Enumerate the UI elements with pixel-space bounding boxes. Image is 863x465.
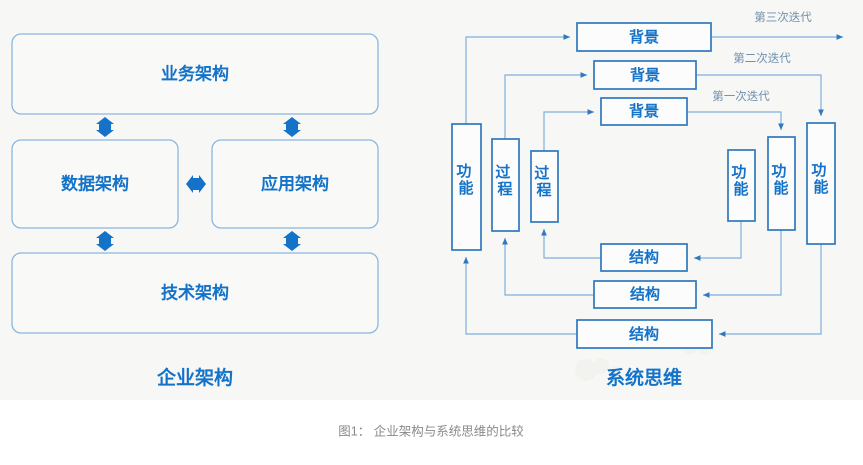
connector-data-technology-bidirectional-arrow-icon bbox=[96, 231, 114, 251]
link-structure-1-to-process-inner bbox=[541, 229, 601, 259]
structure-3-rect[interactable] bbox=[576, 319, 713, 349]
context-1-rect[interactable] bbox=[600, 97, 688, 126]
box-structure-2[interactable]: 结构 bbox=[593, 280, 697, 309]
function-left-label: 功 能 bbox=[456, 163, 475, 197]
enterprise-architecture-panel: 业务架构 数据架构 应用架构 技术架构 bbox=[11, 33, 379, 389]
context-1-label: 背景 bbox=[629, 102, 659, 120]
box-process-inner[interactable]: 过 程 bbox=[530, 150, 559, 223]
function-left-rect[interactable] bbox=[451, 123, 482, 251]
link-function-outer-to-structure-3 bbox=[719, 244, 822, 337]
enterprise-architecture-title: 企业架构 bbox=[156, 366, 233, 389]
process-inner-char-2: 程 bbox=[536, 182, 551, 199]
link-structure-2-to-process-outer bbox=[502, 238, 594, 296]
connector-business-data-bidirectional-arrow-icon bbox=[96, 117, 114, 137]
context-2-label: 背景 bbox=[630, 66, 660, 84]
application-architecture-label: 应用架构 bbox=[261, 173, 329, 193]
box-process-outer[interactable]: 过 程 bbox=[491, 138, 520, 232]
link-process-inner-to-context-1 bbox=[543, 109, 594, 151]
link-context-1-to-function-middle bbox=[687, 111, 784, 130]
connector-business-application-bidirectional-arrow-icon bbox=[283, 117, 301, 137]
box-function-inner[interactable]: 功 能 bbox=[727, 149, 756, 222]
box-structure-1[interactable]: 结构 bbox=[600, 243, 688, 272]
link-function-middle-to-structure-2 bbox=[703, 230, 782, 298]
box-function-middle[interactable]: 功 能 bbox=[767, 136, 796, 231]
process-outer-label: 过 程 bbox=[495, 163, 514, 198]
systems-thinking-links bbox=[463, 34, 843, 337]
function-middle-char-2: 能 bbox=[773, 179, 788, 197]
context-2-rect[interactable] bbox=[593, 60, 697, 90]
link-function-inner-to-structure-1 bbox=[694, 221, 742, 261]
box-technology-architecture[interactable]: 技术架构 bbox=[11, 252, 379, 334]
connector-application-technology-bidirectional-arrow-icon bbox=[283, 231, 301, 251]
iteration-label-third: 第三次迭代 bbox=[754, 10, 812, 24]
structure-1-rect[interactable] bbox=[600, 243, 688, 272]
box-context-3[interactable]: 背景 bbox=[576, 22, 712, 52]
function-outer-label: 功 能 bbox=[811, 162, 830, 196]
function-inner-char-1: 功 bbox=[731, 164, 746, 181]
function-inner-label: 功 能 bbox=[731, 164, 750, 198]
function-left-char-2: 能 bbox=[458, 179, 473, 197]
iteration-label-second: 第二次迭代 bbox=[733, 51, 791, 65]
link-function-left-to-context-3 bbox=[465, 34, 570, 124]
box-function-left[interactable]: 功 能 bbox=[451, 123, 482, 251]
box-structure-3[interactable]: 结构 bbox=[576, 319, 713, 349]
caption-band bbox=[0, 400, 863, 465]
function-middle-rect[interactable] bbox=[767, 136, 796, 231]
technology-architecture-rect[interactable] bbox=[11, 252, 379, 334]
data-architecture-rect[interactable] bbox=[11, 139, 179, 229]
iteration-label-first: 第一次迭代 bbox=[712, 89, 770, 103]
function-left-char-1: 功 bbox=[456, 163, 471, 180]
application-architecture-rect[interactable] bbox=[211, 139, 379, 229]
business-architecture-label: 业务架构 bbox=[161, 63, 229, 83]
structure-2-rect[interactable] bbox=[593, 280, 697, 309]
function-inner-char-2: 能 bbox=[733, 180, 748, 198]
systems-thinking-title: 系统思维 bbox=[606, 366, 682, 389]
business-architecture-rect[interactable] bbox=[11, 33, 379, 115]
structure-1-label: 结构 bbox=[629, 248, 659, 266]
box-context-1[interactable]: 背景 bbox=[600, 97, 688, 126]
link-structure-3-to-function-left bbox=[463, 257, 577, 335]
figure-caption: 图1： 企业架构与系统思维的比较 bbox=[338, 423, 524, 438]
context-3-label: 背景 bbox=[629, 28, 659, 46]
function-outer-char-1: 功 bbox=[811, 162, 826, 179]
data-architecture-label: 数据架构 bbox=[61, 173, 129, 193]
box-application-architecture[interactable]: 应用架构 bbox=[211, 139, 379, 229]
process-outer-rect[interactable] bbox=[491, 138, 520, 232]
technology-architecture-label: 技术架构 bbox=[161, 282, 229, 302]
function-outer-rect[interactable] bbox=[806, 122, 836, 245]
link-context-2-to-function-outer bbox=[696, 74, 824, 116]
process-outer-char-2: 程 bbox=[497, 181, 512, 198]
process-inner-char-1: 过 bbox=[534, 164, 549, 182]
link-process-outer-to-context-2 bbox=[504, 72, 587, 139]
process-inner-rect[interactable] bbox=[530, 150, 559, 223]
structure-3-label: 结构 bbox=[629, 325, 659, 343]
connector-data-application-bidirectional-arrow-icon bbox=[186, 175, 206, 193]
box-function-outer[interactable]: 功 能 bbox=[806, 122, 836, 245]
structure-2-label: 结构 bbox=[630, 285, 660, 303]
systems-thinking-panel: 背景 背景 背景 结构 结构 结构 bbox=[451, 10, 843, 389]
function-inner-rect[interactable] bbox=[727, 149, 756, 222]
box-business-architecture[interactable]: 业务架构 bbox=[11, 33, 379, 115]
function-middle-char-1: 功 bbox=[771, 163, 786, 180]
process-outer-char-1: 过 bbox=[495, 163, 510, 181]
function-middle-label: 功 能 bbox=[771, 163, 790, 197]
process-inner-label: 过 程 bbox=[534, 164, 553, 199]
function-outer-char-2: 能 bbox=[813, 178, 828, 196]
context-3-rect[interactable] bbox=[576, 22, 712, 52]
box-context-2[interactable]: 背景 bbox=[593, 60, 697, 90]
box-data-architecture[interactable]: 数据架构 bbox=[11, 139, 179, 229]
